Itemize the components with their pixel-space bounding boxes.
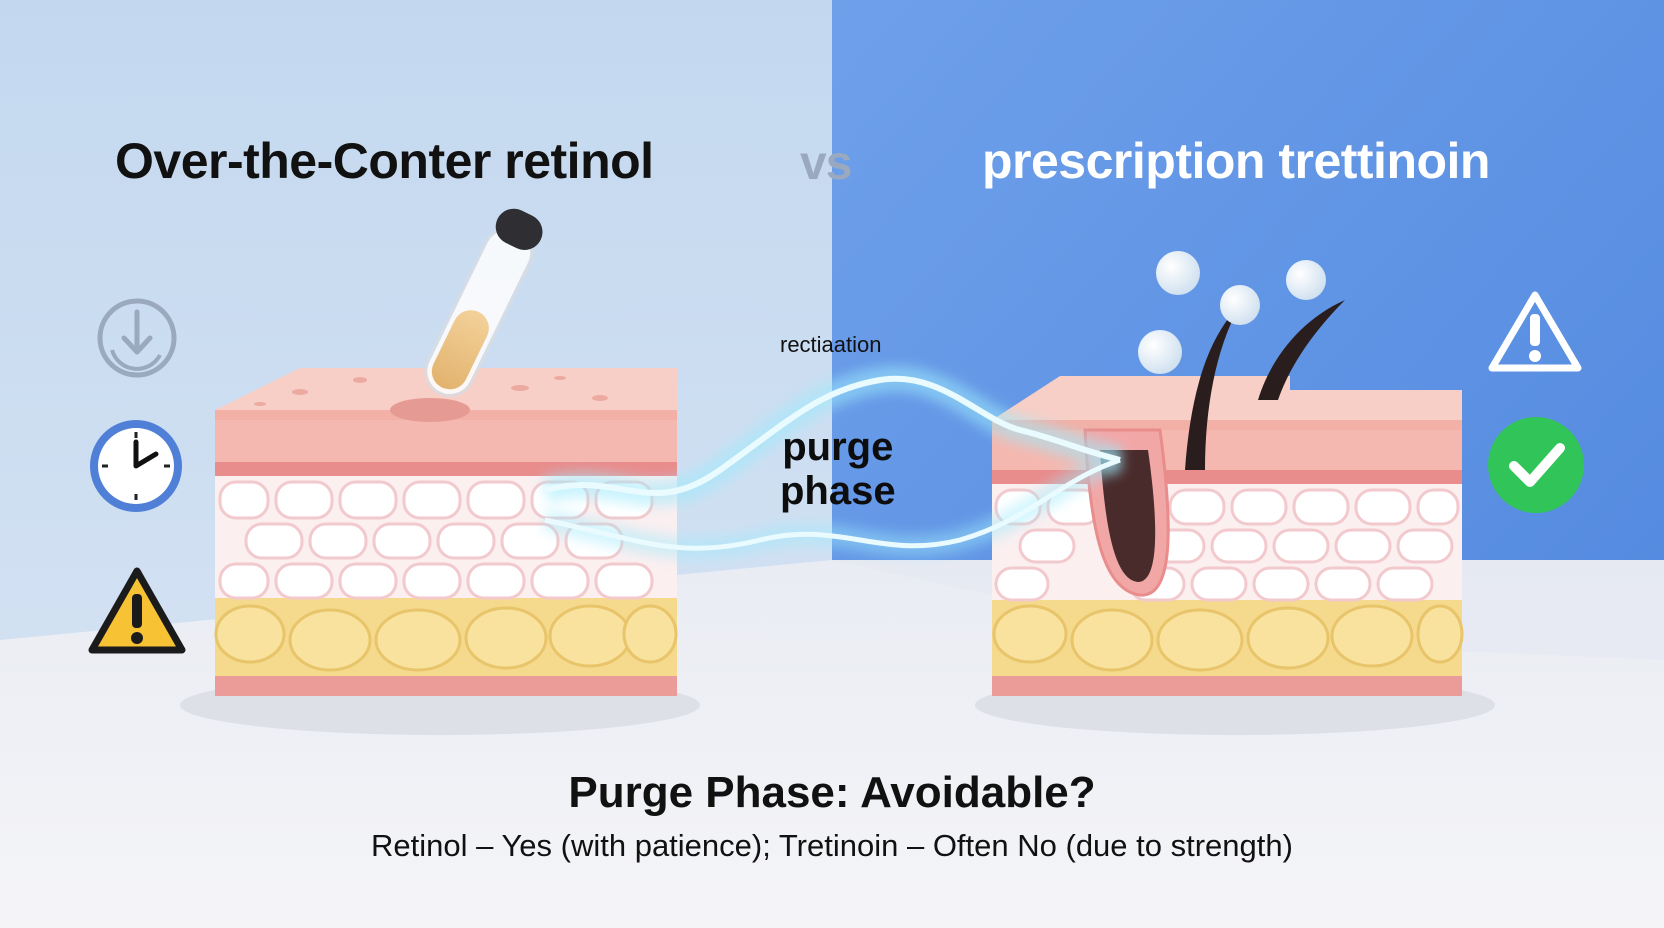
bubble (1286, 260, 1326, 300)
vs-label: vs (800, 137, 852, 190)
bubble (1156, 251, 1200, 295)
purge-label-line2: phase (780, 469, 896, 513)
clock-icon (90, 420, 182, 512)
footer-subtitle: Retinol – Yes (with patience); Tretinoin… (371, 828, 1293, 863)
left-panel-title: Over-the-Conter retinol (115, 133, 654, 189)
purge-phase-label: purge phase (780, 425, 896, 513)
hair-strand (1185, 305, 1240, 470)
footer-title: Purge Phase: Avoidable? (568, 768, 1096, 817)
purge-label-line1: purge (782, 425, 894, 469)
check-circle-icon (1488, 417, 1584, 513)
bubble (1220, 285, 1260, 325)
warning-outline-icon (1488, 291, 1582, 372)
hair-strand (1258, 300, 1345, 400)
bubble (1138, 330, 1182, 374)
left-skin-block (180, 368, 700, 735)
purge-wave-connector (541, 365, 1124, 560)
clock-download-icon (97, 298, 177, 378)
connector-small-label: rectiaation (780, 332, 882, 357)
warning-triangle-icon (88, 567, 186, 654)
right-panel-title: prescription trettinoin (982, 133, 1490, 189)
retinol-vial (424, 208, 543, 397)
